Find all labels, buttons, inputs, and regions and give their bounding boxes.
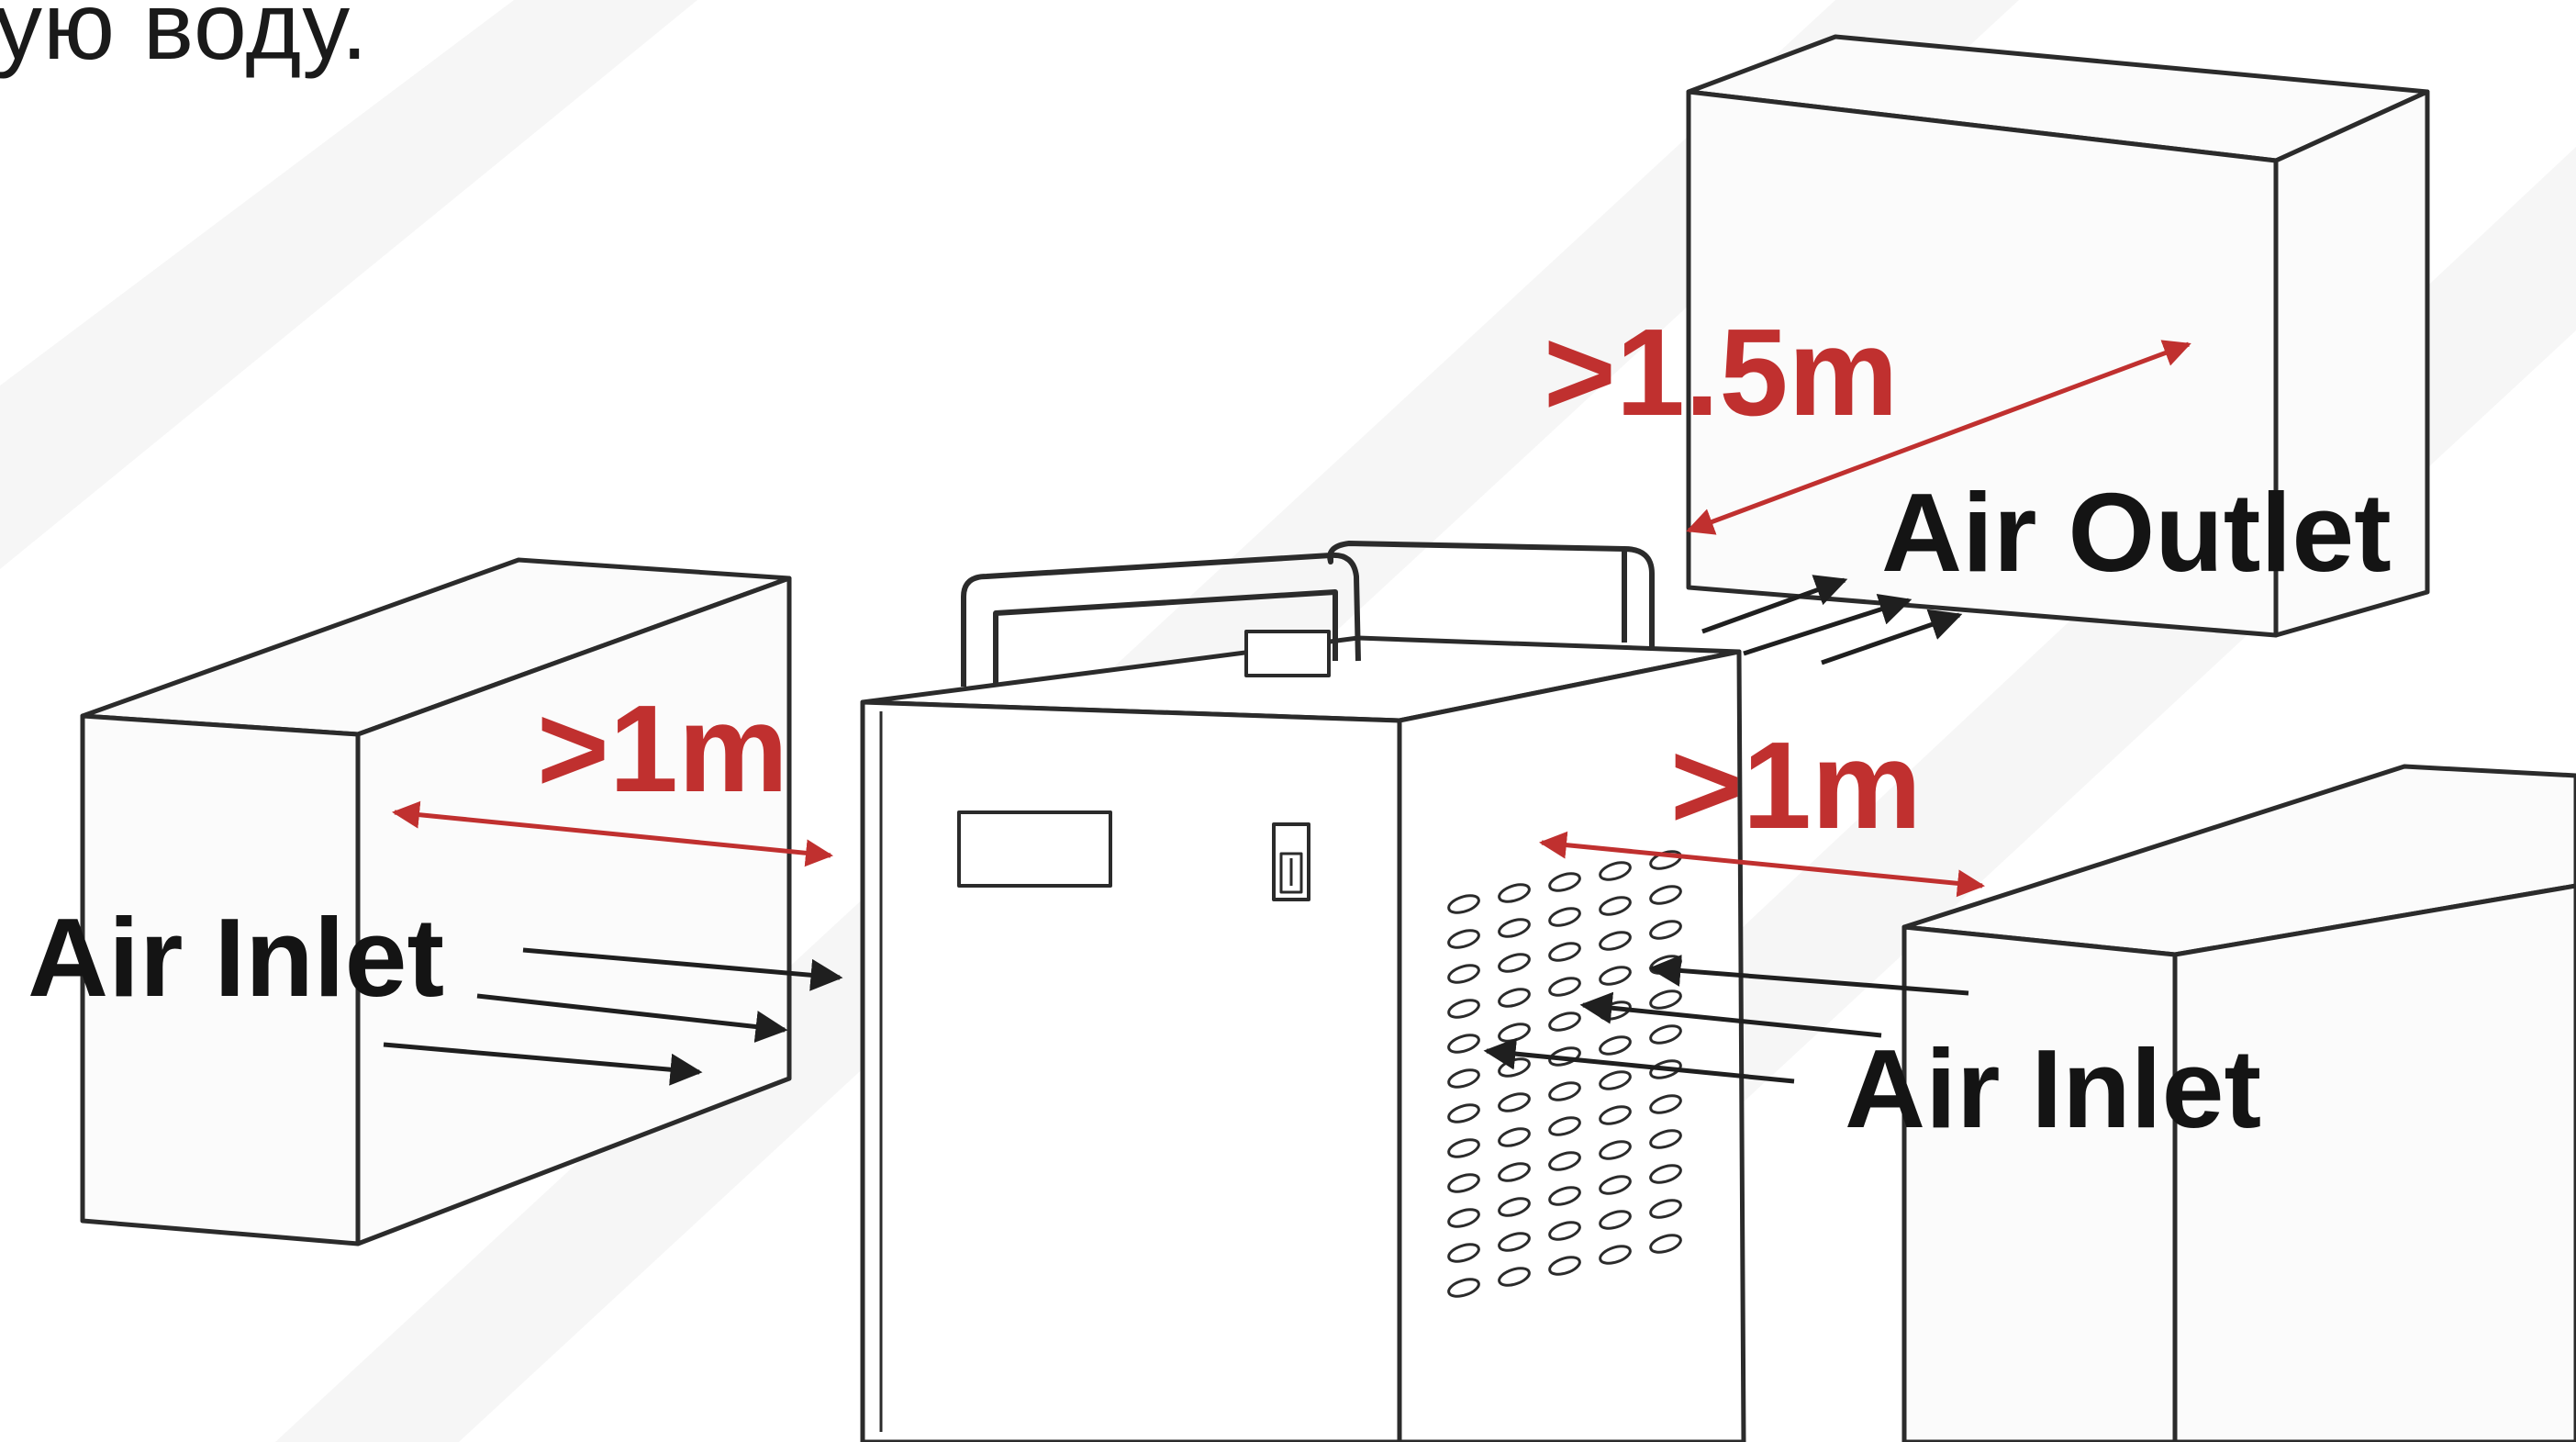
vent-slot xyxy=(1447,1278,1480,1298)
dimension-arrow-left xyxy=(392,800,833,867)
label-air-outlet: Air Outlet xyxy=(1881,470,2392,595)
vent-slot xyxy=(1548,1256,1581,1276)
dimension-arrows xyxy=(392,340,2191,898)
vent-slot xyxy=(1599,931,1632,951)
vent-slot xyxy=(1599,1070,1632,1090)
vent-slot xyxy=(1447,1208,1480,1228)
handle-bracket xyxy=(1244,630,1331,677)
inlet-arrow-right-1 xyxy=(1648,955,1969,996)
vent-slot xyxy=(1649,1164,1682,1184)
vent-slot xyxy=(1447,1034,1480,1054)
vent-slot xyxy=(1498,918,1531,938)
vent-slot xyxy=(1649,920,1682,940)
vent-slot xyxy=(1649,1059,1682,1079)
vent-slot xyxy=(1548,1012,1581,1032)
vent-slot xyxy=(1599,1035,1632,1056)
vent-slot xyxy=(1548,907,1581,927)
chiller-unit xyxy=(860,541,1746,1442)
vent-slot xyxy=(1649,1129,1682,1149)
vent-slot xyxy=(1447,1138,1480,1158)
air-flow-arrows xyxy=(383,575,1969,1086)
vent-slot xyxy=(1548,942,1581,962)
inlet-arrow-left-1 xyxy=(522,947,843,991)
vent-slot xyxy=(1447,1173,1480,1193)
vent-slot xyxy=(1599,1175,1632,1195)
dimension-label-back: >1.5m xyxy=(1544,303,1899,442)
inlet-arrow-left-2 xyxy=(476,993,788,1043)
vent-slot xyxy=(1649,1094,1682,1114)
vent-slot xyxy=(1447,1243,1480,1263)
vent-slot xyxy=(1599,1105,1632,1125)
vent-slot xyxy=(1599,966,1632,986)
outlet-arrow-1 xyxy=(1701,575,1848,634)
right-wall xyxy=(1901,764,2576,1442)
vent-slot xyxy=(1548,1116,1581,1136)
vent-slot xyxy=(1649,989,1682,1010)
vent-slot xyxy=(1548,1151,1581,1171)
inlet-arrow-left-3 xyxy=(383,1042,703,1086)
handle xyxy=(961,541,1655,687)
vent-slot xyxy=(1599,896,1632,916)
vent-slot xyxy=(1447,1103,1480,1123)
dimension-label-right: >1m xyxy=(1670,716,1922,855)
dimension-label-left: >1m xyxy=(537,679,788,818)
vent-slot xyxy=(1548,1081,1581,1101)
power-switch-icon xyxy=(1272,822,1310,901)
vent-slot xyxy=(1548,977,1581,997)
vent-slot xyxy=(1649,1199,1682,1219)
outlet-arrow-2 xyxy=(1743,594,1912,656)
inlet-arrow-right-2 xyxy=(1579,991,1882,1038)
vent-slot xyxy=(1498,883,1531,903)
vent-slot xyxy=(1498,1197,1531,1217)
vent-slot xyxy=(1447,929,1480,949)
label-air-inlet-right: Air Inlet xyxy=(1845,1026,2261,1151)
vent-slot xyxy=(1548,1046,1581,1067)
vent-slot xyxy=(1498,1267,1531,1287)
vent-slot xyxy=(1649,1024,1682,1045)
vent-slot xyxy=(1599,1210,1632,1230)
vent-slot xyxy=(1447,1068,1480,1089)
dimension-arrow-back xyxy=(1686,340,2191,535)
vent-slot xyxy=(1498,1162,1531,1182)
vent-slot xyxy=(1498,953,1531,973)
vent-slot xyxy=(1599,1140,1632,1160)
vent-slot xyxy=(1548,1221,1581,1241)
vent-slot xyxy=(1498,1127,1531,1147)
outlet-arrow-3 xyxy=(1821,609,1963,665)
vent-slot xyxy=(1447,999,1480,1019)
dimension-arrow-right xyxy=(1539,831,1985,898)
vent-slot xyxy=(1447,964,1480,984)
vent-grille-icon xyxy=(1447,850,1682,1298)
vent-slot xyxy=(1498,1092,1531,1112)
vent-slot xyxy=(1498,1232,1531,1252)
label-air-inlet-left: Air Inlet xyxy=(28,895,444,1020)
caption-fragment: ую воду. xyxy=(0,0,369,80)
vent-slot xyxy=(1548,1186,1581,1206)
display-panel-icon xyxy=(957,810,1112,888)
vent-slot xyxy=(1649,1234,1682,1254)
vent-slot xyxy=(1599,1245,1632,1265)
inlet-arrow-right-3 xyxy=(1483,1037,1795,1084)
vent-slot xyxy=(1498,988,1531,1008)
vent-slot xyxy=(1447,894,1480,914)
